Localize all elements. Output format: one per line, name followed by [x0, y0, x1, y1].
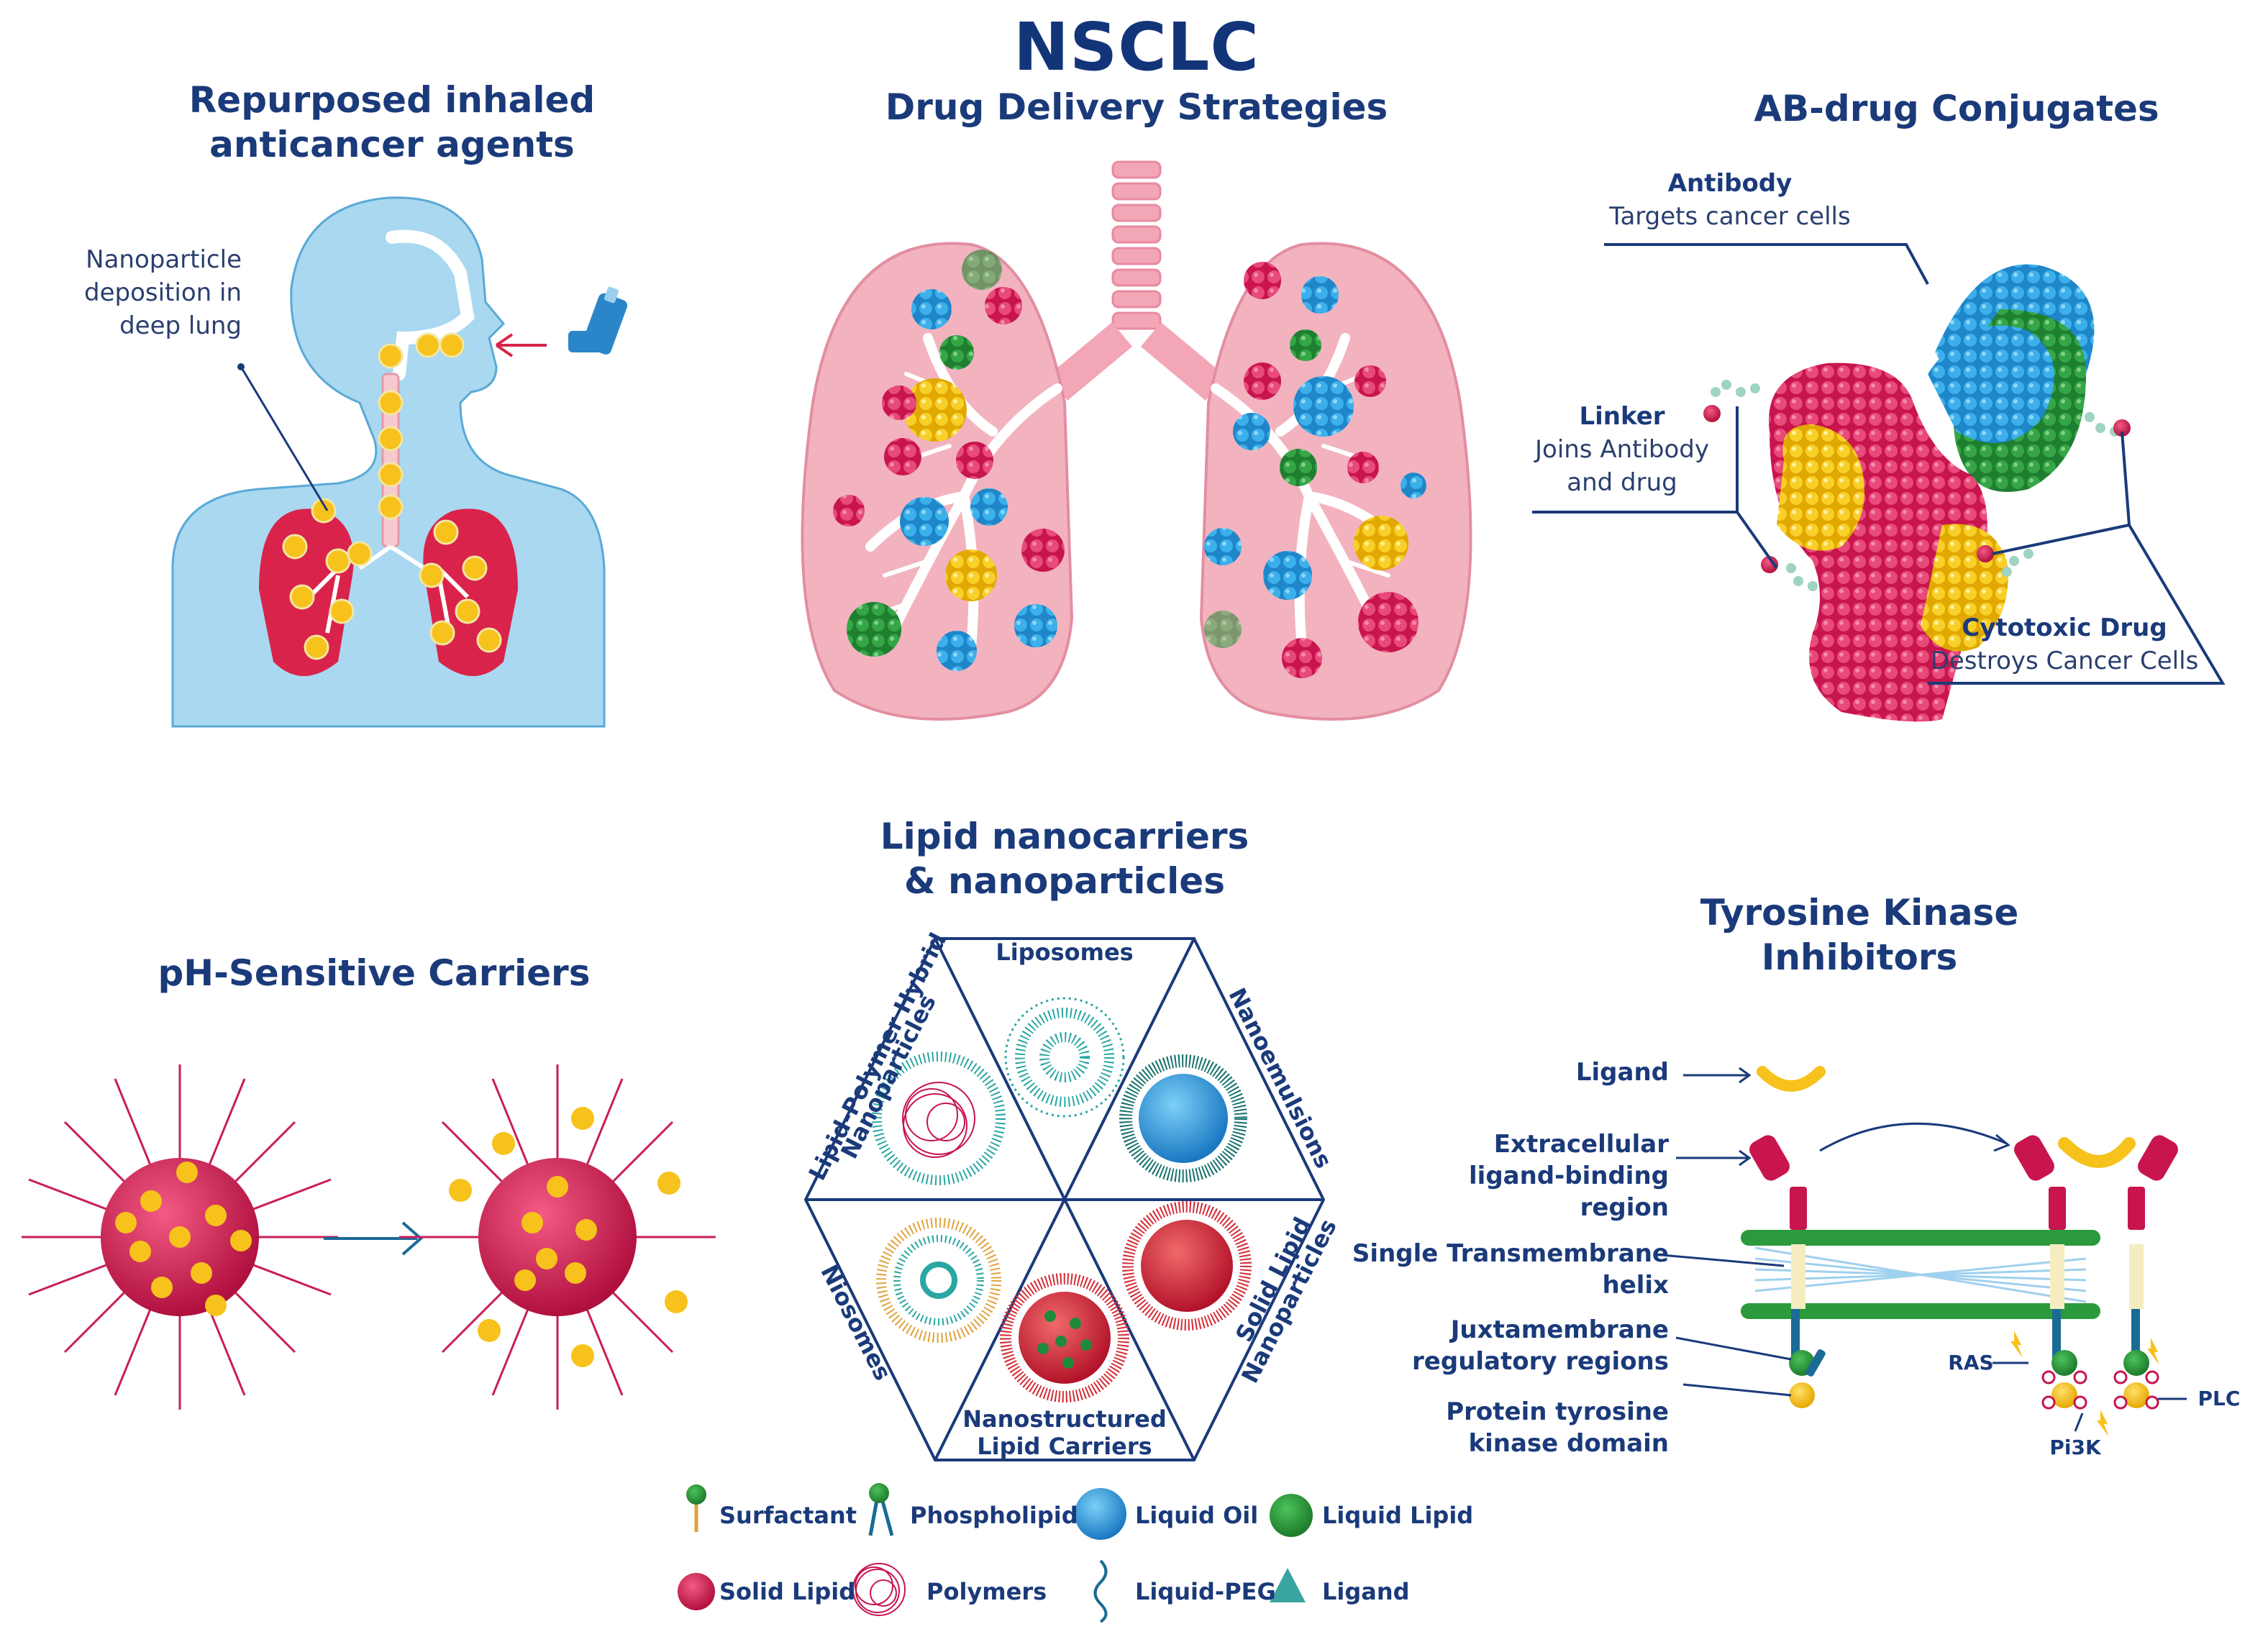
- inhaled-title-line1: Repurposed inhaled: [188, 79, 596, 121]
- tki-extra-line3: region: [1580, 1193, 1669, 1222]
- inhaler-person-illustration: [171, 196, 606, 728]
- liquid-oil-icon: [1075, 1488, 1126, 1540]
- tki-kinase-line2: kinase domain: [1468, 1429, 1669, 1458]
- legend-liquid-lipid: Liquid Lipid: [1322, 1502, 1474, 1529]
- legend-ligand: Ligand: [1322, 1578, 1410, 1605]
- tki-ligand-label: Ligand: [1575, 1058, 1669, 1087]
- cytotoxic-drug-desc: Destroys Cancer Cells: [1930, 647, 2199, 675]
- pi3k-label: Pi3K: [2049, 1436, 2101, 1459]
- nlc-label-line2: Lipid Carriers: [977, 1433, 1152, 1460]
- nanoparticle-note-line3: deep lung: [119, 311, 242, 340]
- antibody-title: Antibody: [1667, 169, 1793, 198]
- antibody-drug-conjugate-illustration: [1532, 243, 2226, 722]
- page-title: NSCLC: [1014, 9, 1260, 86]
- linker-title: Linker: [1579, 402, 1665, 431]
- legend-liquid-peg: Liquid-PEG: [1135, 1578, 1276, 1605]
- surfactant-icon: [686, 1484, 706, 1532]
- lungs-illustration: [801, 160, 1472, 721]
- tki-juxta-line1: Juxtamembrane: [1450, 1315, 1669, 1344]
- tki-juxta-line2: regulatory regions: [1412, 1347, 1669, 1376]
- legend-phospholipid: Phospholipid: [910, 1502, 1078, 1529]
- lipid-title-line1: Lipid nanocarriers: [880, 816, 1249, 857]
- nanoparticle-note-line2: deposition in: [84, 278, 242, 307]
- lipid-title-line2: & nanoparticles: [904, 860, 1225, 902]
- ligand-triangle-icon: [1270, 1568, 1306, 1602]
- liposomes-label: Liposomes: [996, 939, 1134, 966]
- cytotoxic-drug-title: Cytotoxic Drug: [1962, 613, 2167, 642]
- linker-desc-line1: Joins Antibody: [1534, 435, 1710, 464]
- tki-tm-line1: Single Transmembrane: [1352, 1239, 1669, 1268]
- ph-carrier-before: [22, 1064, 338, 1410]
- nanoparticle-note-line1: Nanoparticle: [86, 245, 242, 274]
- legend-polymers: Polymers: [926, 1578, 1047, 1605]
- plc-label: PLC: [2198, 1387, 2241, 1410]
- tki-title-line2: Inhibitors: [1761, 936, 1958, 978]
- adc-title: AB-drug Conjugates: [1754, 88, 2159, 129]
- inhaled-title-line2: anticancer agents: [209, 124, 575, 165]
- ras-label: RAS: [1948, 1351, 1994, 1374]
- legend-liquid-oil: Liquid Oil: [1135, 1502, 1259, 1529]
- nlc-label-line1: Nanostructured: [962, 1405, 1167, 1433]
- solid-lipid-icon: [678, 1573, 715, 1610]
- tki-extra-line1: Extracellular: [1493, 1130, 1669, 1159]
- arrow-icon: [324, 1221, 424, 1256]
- tki-kinase-line1: Protein tyrosine: [1446, 1397, 1669, 1426]
- inhaler-icon: [495, 286, 628, 357]
- tki-tm-line2: helix: [1602, 1271, 1669, 1300]
- liquid-peg-icon: [1093, 1559, 1108, 1623]
- page-subtitle: Drug Delivery Strategies: [885, 86, 1388, 128]
- lipid-hexagon-diagram: [803, 937, 1326, 1461]
- legend-solid-lipid: Solid Lipid: [719, 1578, 856, 1605]
- liquid-lipid-icon: [1270, 1494, 1313, 1537]
- legend-surfactant: Surfactant: [719, 1502, 857, 1529]
- ph-title: pH-Sensitive Carriers: [158, 952, 591, 994]
- linker-desc-line2: and drug: [1567, 468, 1677, 497]
- polymers-icon: [852, 1563, 906, 1616]
- tki-title-line1: Tyrosine Kinase: [1700, 892, 2019, 934]
- tki-receptor-illustration: [1661, 1066, 2187, 1437]
- phospholipid-icon: [868, 1483, 894, 1536]
- antibody-desc: Targets cancer cells: [1609, 202, 1851, 231]
- tki-extra-line2: ligand-binding: [1469, 1162, 1669, 1190]
- ph-carrier-after: [399, 1064, 716, 1410]
